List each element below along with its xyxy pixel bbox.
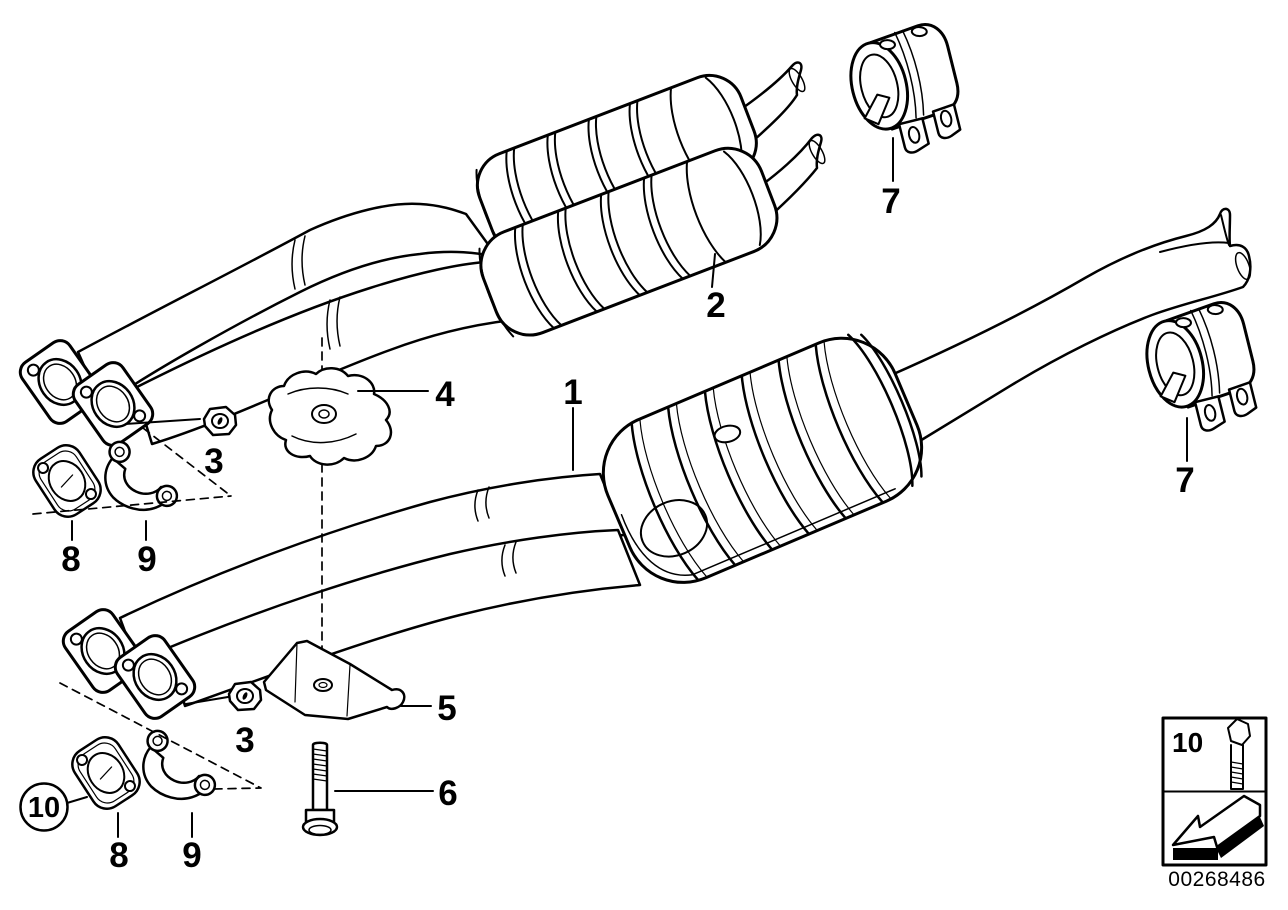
callout-8-lower[interactable]: 8 [109,836,128,875]
callout-3-upper[interactable]: 3 [204,442,223,481]
tail-pipe-split-lines [1159,214,1230,253]
callout-10-label: 10 [28,792,60,824]
pipe-clamp-upper [839,18,973,165]
outlet-pipe-upper-open-end [788,67,806,93]
callout-5[interactable]: 5 [437,689,456,728]
front-silencer-assembly-drawing [57,207,1252,725]
outlet-pipe-lower-open-end [808,139,826,165]
legend-box: 10 [1161,716,1268,867]
outlet-pipe-upper [735,61,803,142]
hex-nut-upper [202,405,238,437]
callout-7-right[interactable]: 7 [1175,461,1194,500]
callout-2[interactable]: 2 [706,286,725,325]
catalytic-converter-assembly-drawing [14,61,826,452]
callout-8-upper[interactable]: 8 [61,540,80,579]
support-plate-drawing [262,639,406,721]
callout-leader-lines [66,137,1188,838]
callout-10-circled[interactable]: 10 [19,782,69,832]
pipe-clamp-right [1135,296,1269,443]
front-silencer-body [601,333,924,584]
clamp-bracket-upper [100,439,185,516]
pipe-sleeve-marks [291,235,341,350]
legend-item-number: 10 [1172,727,1203,758]
assembly-guide-dashed-lines [32,427,262,790]
mount-bracket-drawing [267,367,393,466]
hex-bolt-icon [1227,718,1251,790]
callout-7-upper[interactable]: 7 [881,182,900,221]
callout-3-lower[interactable]: 3 [235,721,254,760]
tail-pipe-open-end [1234,251,1252,281]
callout-6[interactable]: 6 [438,774,457,813]
callout-4[interactable]: 4 [435,375,455,414]
stud-leader-lines [125,418,229,705]
callout-9-upper[interactable]: 9 [137,540,156,579]
drawing-number: 00268486 [1168,868,1265,891]
tail-pipe [878,207,1252,452]
callout-1[interactable]: 1 [563,373,582,412]
hex-bolt-drawing [301,741,339,837]
callout-9-lower[interactable]: 9 [182,836,201,875]
pipe-sleeve-marks-2 [474,486,517,577]
installation-direction-arrow-icon [1171,794,1264,860]
hex-nut-lower [227,680,263,712]
clamp-bracket-lower [138,728,223,805]
catalytic-converter-lower [478,146,779,338]
gasket-lower [64,729,148,817]
